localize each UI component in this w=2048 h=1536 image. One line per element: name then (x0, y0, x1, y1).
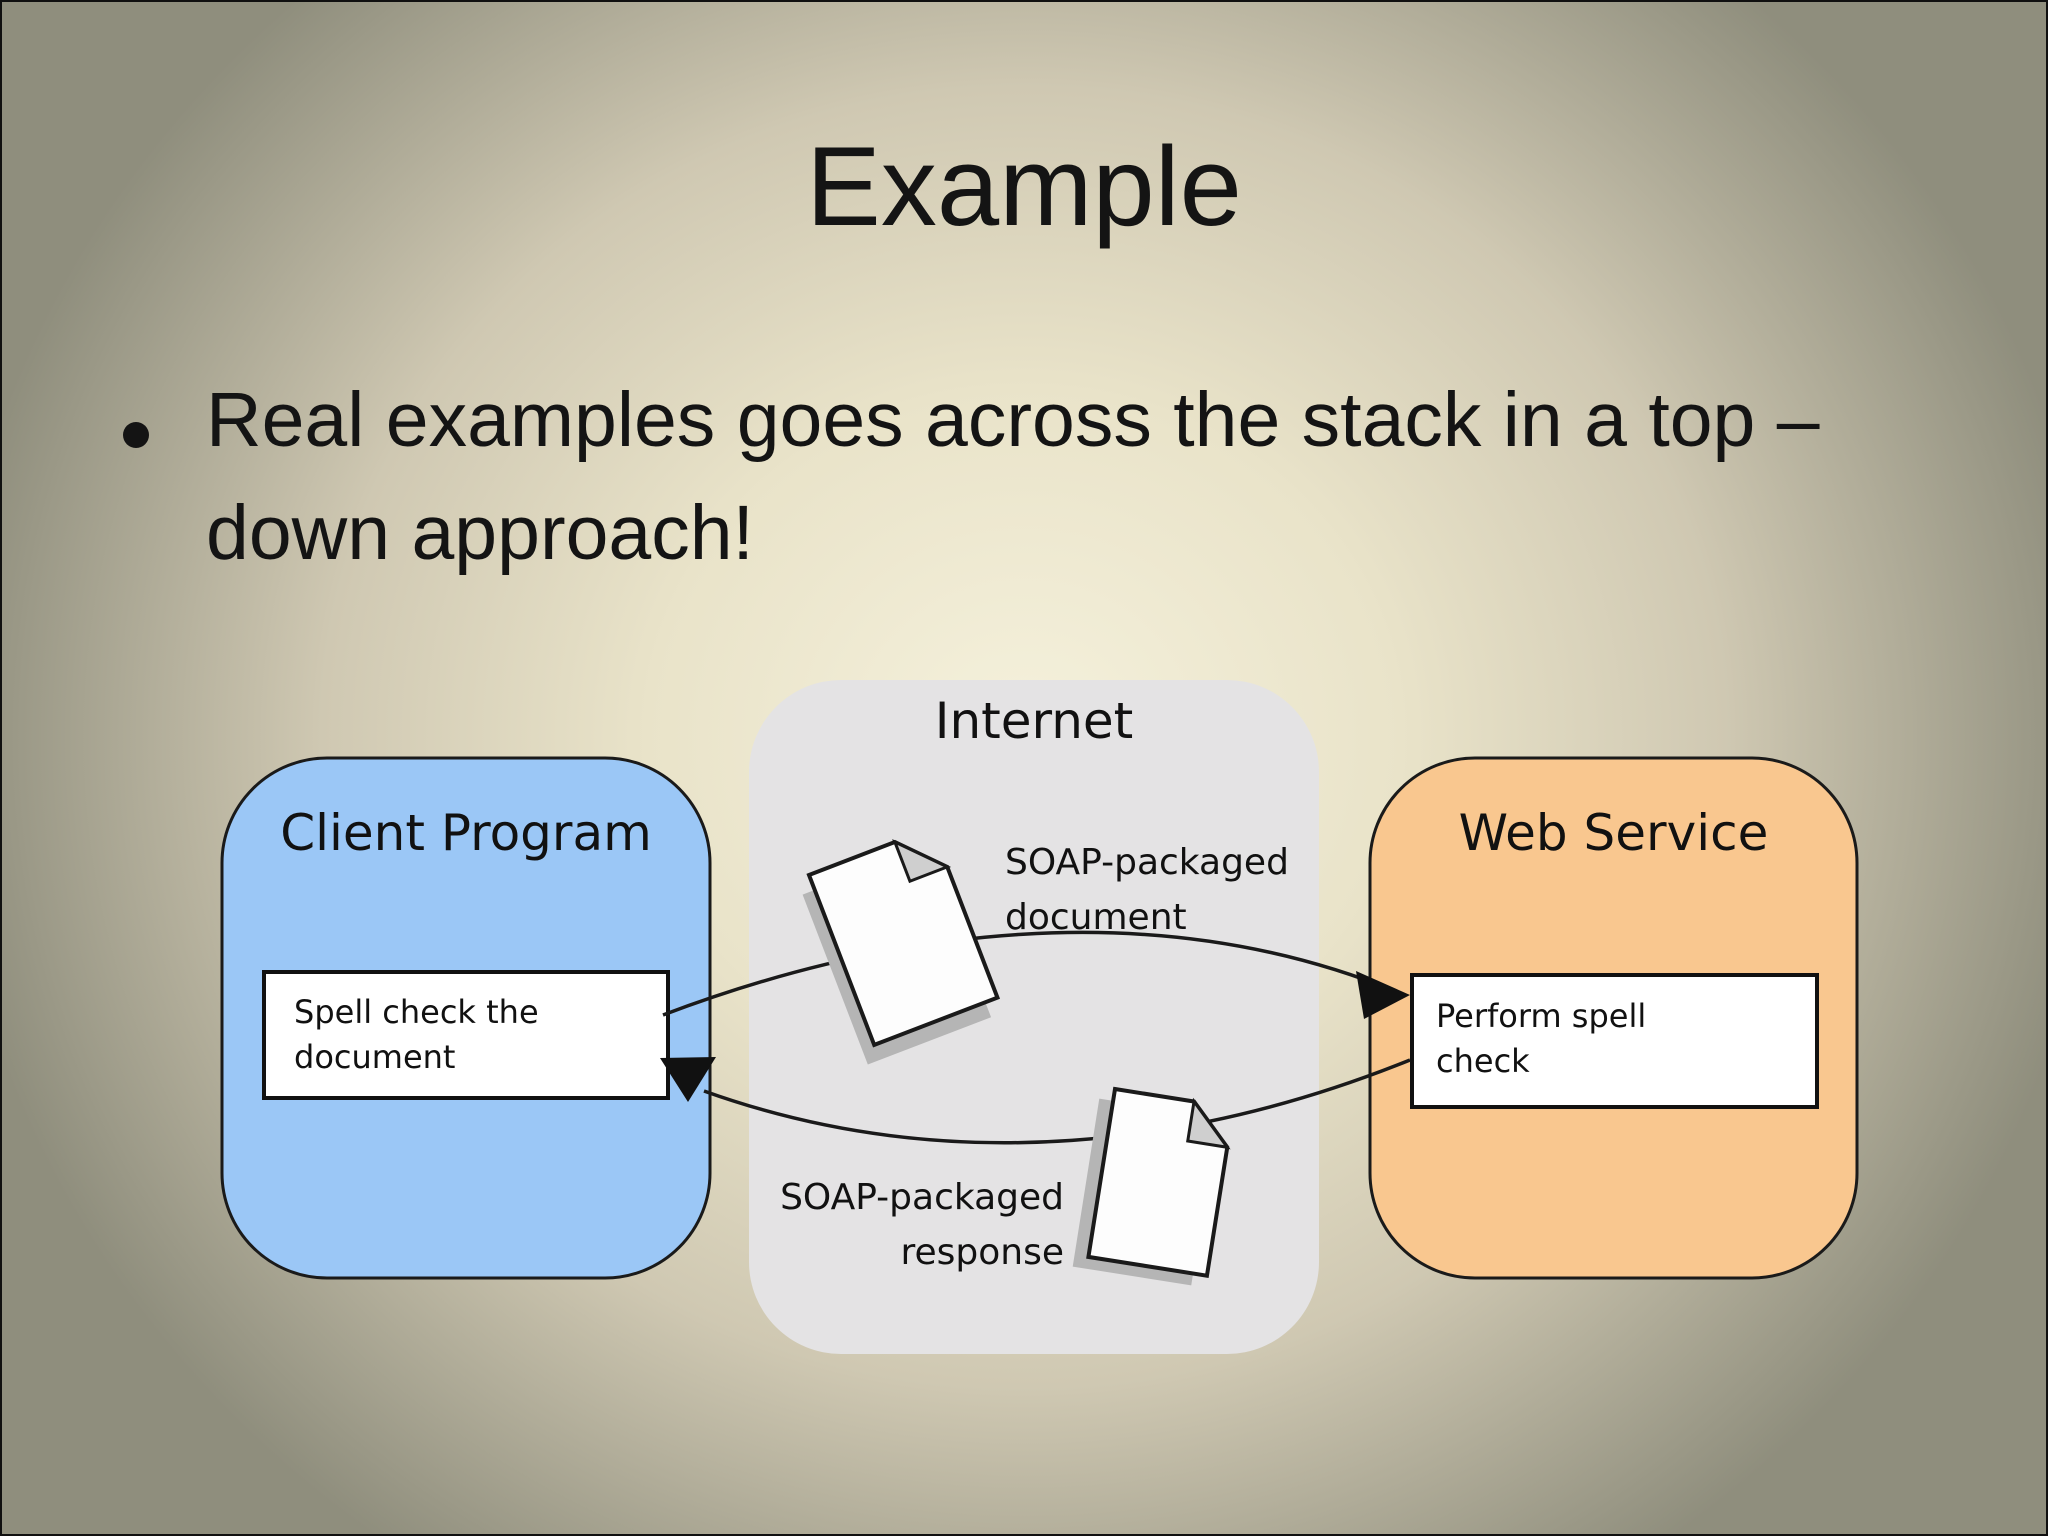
request-arrow-line (662, 930, 1403, 1017)
document-fold (1186, 1097, 1231, 1150)
web-action-box (1410, 973, 1819, 1109)
response-label-line-1: SOAP-packaged (780, 1177, 1064, 1218)
response-arrowhead-icon (660, 1057, 716, 1102)
web-service-label: Web Service (1458, 804, 1769, 862)
request-label-line-1: SOAP-packaged (1005, 842, 1289, 883)
bullet-line-2: down approach! (206, 490, 754, 576)
bullet-marker (123, 422, 149, 448)
slide-title: Example (806, 124, 1242, 249)
web-action-line-2: check (1436, 1042, 1530, 1080)
bullet-line-1: Real examples goes across the stack in a… (206, 377, 1820, 463)
document-fold (892, 839, 952, 884)
response-label-line-2: response (900, 1232, 1064, 1273)
request-arrowhead-icon (1356, 971, 1410, 1019)
bullet-text: Real examples goes across the stack in a… (206, 364, 1986, 590)
web-action-line-1: Perform spell (1436, 997, 1647, 1035)
request-label-line-2: document (1005, 897, 1187, 938)
request-document-icon (802, 839, 1001, 1065)
web-action-label: Perform spell check (1436, 994, 1646, 1084)
client-action-label: Spell check the document (294, 990, 539, 1080)
internet-label: Internet (934, 692, 1134, 750)
document-page (806, 839, 1001, 1048)
response-document-icon (1072, 1086, 1231, 1286)
client-action-line-1: Spell check the (294, 993, 539, 1031)
client-action-box (262, 970, 670, 1100)
response-label: SOAP-packaged response (702, 1170, 1064, 1280)
client-program-label: Client Program (280, 804, 652, 862)
request-label: SOAP-packaged document (1005, 835, 1289, 945)
response-arrow-line (703, 1058, 1411, 1145)
client-action-line-2: document (294, 1038, 456, 1076)
